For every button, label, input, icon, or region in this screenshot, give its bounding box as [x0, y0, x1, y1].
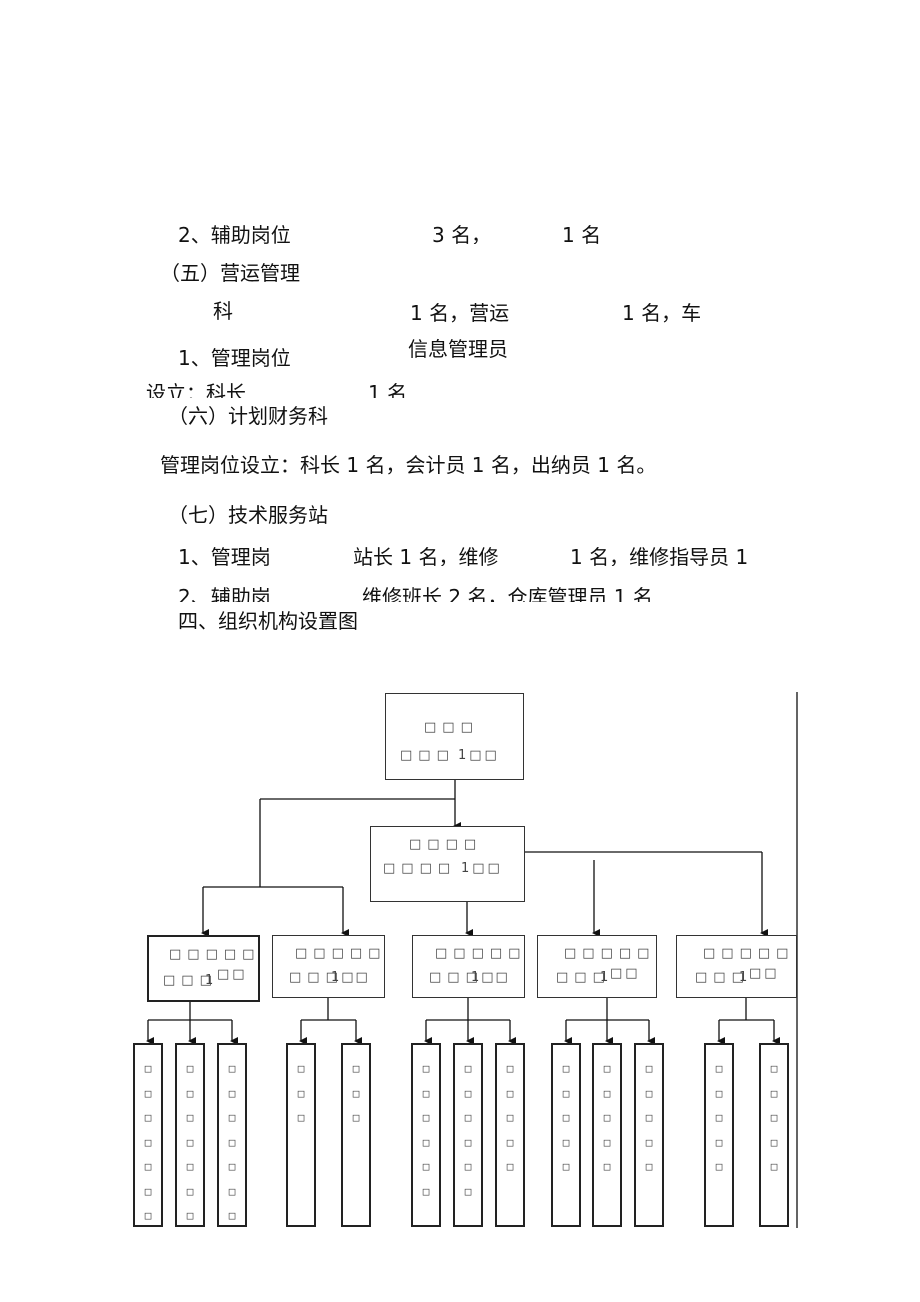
chart-subunit-9: □ □ □ □ □ [551, 1043, 581, 1227]
chart-dept-1-tail: □□ [217, 967, 248, 982]
chart-subunit-2-label: □ □ □ □ □ □ □ [186, 1062, 194, 1222]
section-7-heading: （七）技术服务站 [168, 503, 328, 527]
aux-post-line-1-part-b: 3 名， [432, 223, 492, 244]
chart-subunit-6: □ □ □ □ □ □ [411, 1043, 441, 1227]
chart-dept-4-title: □□□□□ [564, 946, 656, 961]
chart-subunit-6-label: □ □ □ □ □ □ [422, 1062, 430, 1198]
chart-subunit-4-label: □ □ □ [297, 1062, 305, 1124]
chart-dept-3-title: □□□□□ [435, 946, 527, 961]
chart-subunit-7-label: □ □ □ □ □ □ [464, 1062, 472, 1198]
section-4-heading: 四、组织机构设置图 [178, 609, 358, 633]
chart-subunit-9-label: □ □ □ □ □ [562, 1062, 570, 1173]
chart-dept-3-role: □□□ [429, 970, 484, 985]
chart-subunit-13: □ □ □ □ □ [759, 1043, 789, 1227]
chart-dept-4-role: □□□ [556, 970, 611, 985]
chart-top-title: □□□ [424, 720, 479, 735]
chart-subunit-10-label: □ □ □ □ □ [603, 1062, 611, 1173]
chart-subunit-1: □ □ □ □ □ □ □ [133, 1043, 163, 1227]
section-5-line-a: 科 [213, 299, 233, 323]
aux-post-line-1-part-c: 1 名 [562, 223, 602, 244]
chart-subunit-4: □ □ □ [286, 1043, 316, 1227]
chart-dept-1-title: □□□□□ [169, 947, 261, 962]
chart-dept-2-title: □□□□□ [295, 946, 387, 961]
chart-subunit-1-label: □ □ □ □ □ □ □ [144, 1062, 152, 1222]
section-5-heading: （五）营运管理 [160, 261, 300, 285]
chart-dept-2-role: □□□ [289, 970, 344, 985]
chart-dept-box-3: □□□□□ □□□ 1□□ [412, 935, 525, 998]
chart-dept-box-2: □□□□□ □□□ 1□□ [272, 935, 385, 998]
section-5-info-manager: 信息管理员 [408, 337, 508, 361]
chart-dept-3-count: 1□□ [471, 970, 510, 985]
section-5-setup-line-b: 1 名 [368, 381, 408, 398]
section-6-post-setup: 管理岗位设立：科长 1 名，会计员 1 名，出纳员 1 名。 [160, 453, 657, 477]
chart-subunit-12-label: □ □ □ □ □ [715, 1062, 723, 1173]
section-5-line-c: 1 名，车 [622, 301, 702, 325]
chart-dept-5-role: □□□ [695, 970, 750, 985]
chart-second-title: □□□□ [409, 837, 483, 852]
section-6-heading: （六）计划财务科 [168, 404, 328, 428]
chart-top-role: □□□ [400, 748, 455, 763]
chart-subunit-8-label: □ □ □ □ □ [506, 1062, 514, 1173]
section-7-mgmt-part-a: 1、管理岗 [178, 545, 271, 566]
section-5-mgmt-post: 1、管理岗位 [178, 346, 291, 370]
chart-dept-box-4: □□□□□ □□□ 1 □□ [537, 935, 657, 998]
chart-dept-1-count: 1 [205, 973, 216, 988]
chart-dept-2-count: 1□□ [331, 970, 370, 985]
section-5-setup-line-a: 设立：科长 [146, 381, 246, 398]
aux-post-line-1-part-a: 2、辅助岗位 [178, 223, 291, 244]
chart-dept-1-role: □□□ [163, 973, 218, 988]
chart-dept-5-count: 1 [739, 970, 750, 985]
chart-subunit-11: □ □ □ □ □ [634, 1043, 664, 1227]
chart-second-count: 1□□ [461, 861, 503, 876]
chart-second-role: □□□□ [383, 861, 457, 876]
chart-dept-box-5: □□□□□ □□□ 1 □□ [676, 935, 797, 998]
chart-dept-4-tail: □□ [610, 966, 641, 981]
chart-subunit-12: □ □ □ □ □ [704, 1043, 734, 1227]
section-7-aux-part-b: 维修班长 2 名，仓库管理员 1 名 [362, 585, 653, 602]
chart-subunit-13-label: □ □ □ □ □ [770, 1062, 778, 1173]
chart-subunit-8: □ □ □ □ □ [495, 1043, 525, 1227]
chart-subunit-3: □ □ □ □ □ □ □ [217, 1043, 247, 1227]
section-5-line-b: 1 名，营运 [410, 301, 510, 325]
section-7-mgmt-part-b: 站长 1 名，维修 [353, 545, 499, 566]
chart-subunit-2: □ □ □ □ □ □ □ [175, 1043, 205, 1227]
section-7-aux-part-a: 2、辅助岗 [178, 585, 271, 602]
chart-dept-4-count: 1 [600, 970, 611, 985]
chart-second-box: □□□□ □□□□ 1□□ [370, 826, 525, 902]
chart-subunit-10: □ □ □ □ □ [592, 1043, 622, 1227]
chart-top-box: □□□ □□□ 1□□ [385, 693, 524, 780]
chart-dept-5-tail: □□ [749, 966, 780, 981]
chart-dept-box-1: □□□□□ □□□ 1 □□ [147, 935, 260, 1002]
section-7-mgmt-part-c: 1 名，维修指导员 1 [570, 545, 749, 566]
chart-top-count: 1□□ [458, 748, 500, 763]
chart-subunit-5-label: □ □ □ [352, 1062, 360, 1124]
chart-dept-5-title: □□□□□ [703, 946, 795, 961]
chart-subunit-5: □ □ □ [341, 1043, 371, 1227]
chart-subunit-7: □ □ □ □ □ □ [453, 1043, 483, 1227]
chart-subunit-3-label: □ □ □ □ □ □ □ [228, 1062, 236, 1222]
chart-subunit-11-label: □ □ □ □ □ [645, 1062, 653, 1173]
